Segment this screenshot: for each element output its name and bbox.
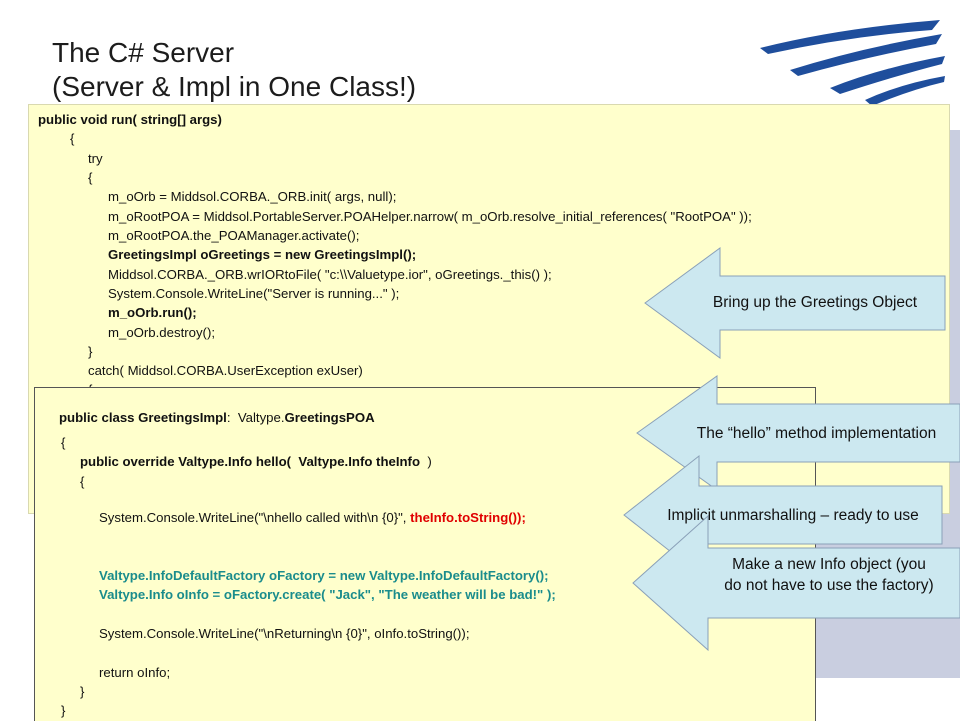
code-line: {	[88, 170, 93, 185]
callout-text: The “hello” method implementation	[696, 425, 937, 442]
page-title: The C# Server (Server & Impl in One Clas…	[52, 36, 416, 104]
callout-hello-method: The “hello” method implementation	[636, 375, 960, 491]
code-token: public class GreetingsImpl	[59, 410, 227, 425]
code-line: m_oRootPOA = Middsol.PortableServer.POAH…	[108, 209, 752, 224]
company-logo	[760, 20, 945, 106]
callout-text: Implicit unmarshalling – ready to use	[667, 507, 919, 524]
callout-text: Bring up the Greetings Object	[712, 294, 918, 311]
code-line: m_oOrb = Middsol.CORBA._ORB.init( args, …	[108, 189, 397, 204]
code-line: {	[70, 131, 75, 146]
code-line: public void run( string[] args)	[38, 112, 222, 127]
code-line: {	[80, 474, 85, 489]
callout-arrow-shape	[632, 514, 960, 652]
callout-text-line-1: Make a new Info object (you	[732, 556, 926, 573]
code-line: Valtype.Info oInfo = oFactory.create( "J…	[99, 587, 556, 602]
code-token: : Valtype.	[226, 410, 285, 425]
code-line: {	[61, 435, 66, 450]
callout-arrow-shape	[636, 375, 960, 491]
code-line: }	[61, 703, 66, 718]
code-token: )	[420, 454, 432, 469]
code-line: try	[88, 151, 103, 166]
code-line: catch( Middsol.CORBA.UserException exUse…	[88, 363, 363, 378]
callout-text-line-2: do not have to use the factory)	[724, 577, 934, 594]
code-token: Valtype.Info theInfo	[291, 454, 420, 469]
callout-greetings-object: Bring up the Greetings Object	[644, 247, 946, 359]
code-token: System.Console.WriteLine("\nhello called…	[99, 510, 411, 525]
code-line: }	[80, 684, 85, 699]
method-declaration: public override Valtype.Info hello( Valt…	[80, 452, 432, 471]
callout-text: Make a new Info object (you do not have …	[698, 554, 960, 596]
code-line: return oInfo;	[99, 665, 171, 680]
title-line-1: The C# Server	[52, 37, 235, 68]
code-line: System.Console.WriteLine("\nReturning\n …	[99, 626, 470, 641]
callout-new-info-object: Make a new Info object (you do not have …	[632, 514, 960, 652]
title-line-2: (Server & Impl in One Class!)	[52, 71, 417, 102]
code-token: GreetingsPOA	[284, 410, 375, 425]
code-line: Valtype.InfoDefaultFactory oFactory = ne…	[99, 568, 549, 583]
code-token: public override Valtype.Info hello(	[80, 454, 292, 469]
code-line: GreetingsImpl oGreetings = new Greetings…	[108, 247, 417, 262]
code-line: m_oOrb.destroy();	[108, 325, 215, 340]
code-line: Middsol.CORBA._ORB.wrIORtoFile( "c:\\Val…	[108, 267, 552, 282]
code-line: }	[88, 344, 93, 359]
code-line: System.Console.WriteLine("Server is runn…	[108, 286, 400, 301]
code-line: m_oRootPOA.the_POAManager.activate();	[108, 228, 360, 243]
class-declaration: public class GreetingsImpl: Valtype.Gree…	[59, 408, 375, 427]
code-line: m_oOrb.run();	[108, 305, 197, 320]
code-token: theInfo.toString());	[410, 510, 526, 525]
code-line: System.Console.WriteLine("\nhello called…	[99, 508, 526, 527]
callout-arrow-shape	[644, 247, 946, 359]
